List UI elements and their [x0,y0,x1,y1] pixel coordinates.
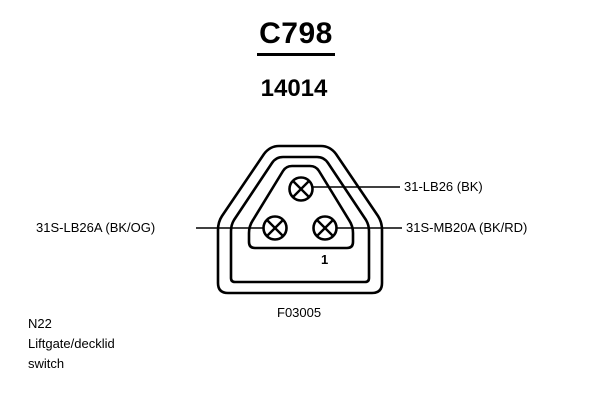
pin-left-label: 31S-LB26A (BK/OG) [36,220,156,235]
pin-number-marker: 1 [321,252,329,267]
component-note: N22 Liftgate/decklid switch [28,314,115,374]
connector-part-number: 14014 [260,75,328,102]
pin-left-terminal-icon [262,215,288,241]
component-code: N22 [28,316,52,331]
component-name-line1: Liftgate/decklid [28,336,115,351]
pin-right-label: 31S-MB20A (BK/RD) [406,220,528,235]
component-name-line2: switch [28,356,65,371]
connector-id: C798 [0,16,608,56]
pin-top-label: 31-LB26 (BK) [404,179,483,194]
connector-housing-outer [216,144,384,295]
figure-code: F03005 [277,305,322,320]
connector-cavity [247,164,355,250]
pin-right-terminal-icon [312,215,338,241]
connector-housing-inner [229,155,371,284]
pin-top-terminal-icon [288,176,314,202]
